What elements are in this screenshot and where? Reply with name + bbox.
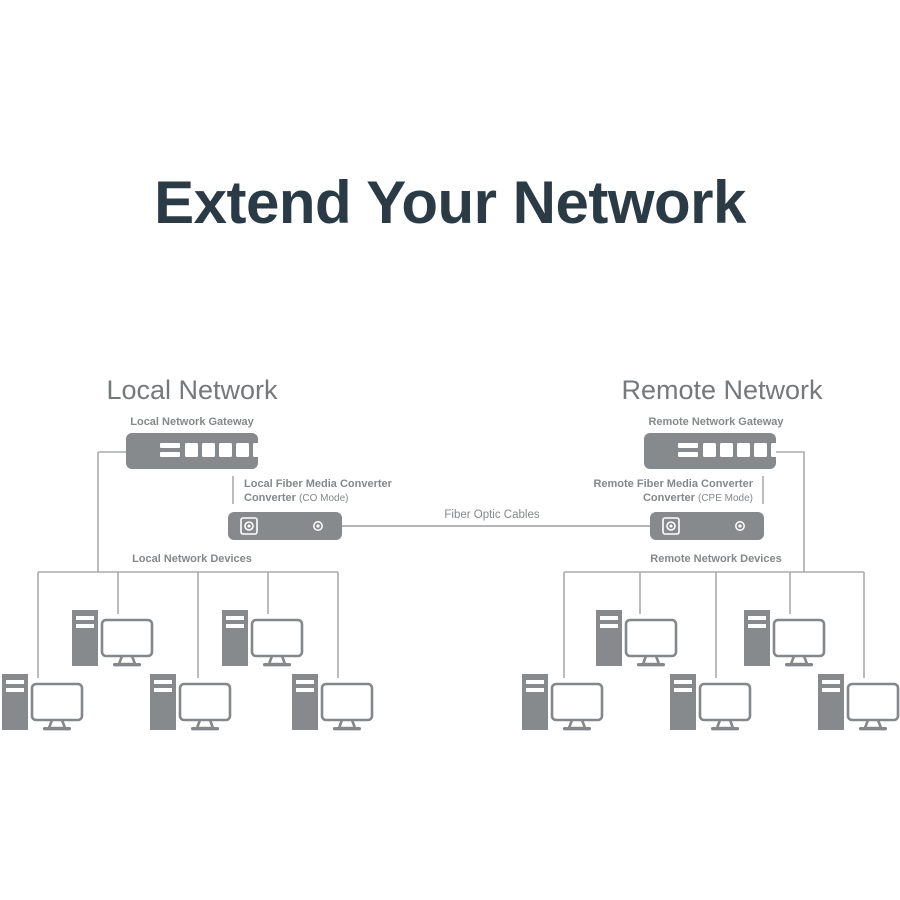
remote-converter-label-line2: Converter (CPE Mode) — [643, 492, 753, 504]
local-network-gateway — [126, 433, 266, 469]
local-devices-label: Local Network Devices — [132, 553, 252, 565]
local-fiber-media-converter — [228, 512, 342, 540]
remote-converter-word-converter: Converter — [643, 492, 698, 504]
workstation-icon — [670, 674, 752, 731]
local-gateway-label: Local Network Gateway — [130, 416, 254, 428]
local-network-heading: Local Network — [106, 375, 278, 405]
workstation-icon — [2, 674, 84, 731]
remote-fiber-media-converter — [650, 512, 764, 540]
workstation-icon — [292, 674, 374, 731]
local-distribution-tree — [37, 571, 339, 678]
remote-devices-label: Remote Network Devices — [650, 553, 781, 565]
remote-gateway-label: Remote Network Gateway — [648, 416, 784, 428]
workstation-icon — [150, 674, 232, 731]
page-title: Extend Your Network — [154, 169, 747, 236]
remote-gateway-downlink — [776, 451, 805, 572]
workstation-icon — [596, 610, 678, 667]
remote-network-heading: Remote Network — [621, 375, 823, 405]
remote-converter-status-led-icon — [735, 521, 745, 531]
workstation-icon — [222, 610, 304, 667]
local-converter-label-line1: Local Fiber Media Converter — [244, 478, 393, 490]
remote-converter-mode: (CPE Mode) — [698, 493, 753, 504]
workstation-icon — [522, 674, 604, 731]
local-converter-sfp-port-icon — [240, 517, 258, 535]
remote-converter-sfp-port-icon — [662, 517, 680, 535]
local-converter-label-line2: Converter (CO Mode) — [244, 492, 348, 504]
local-converter-word-converter: Converter — [244, 492, 299, 504]
remote-network-gateway — [644, 433, 784, 469]
local-converter-mode: (CO Mode) — [299, 493, 348, 504]
remote-converter-label-line1: Remote Fiber Media Converter — [593, 478, 753, 490]
fiber-optic-link-label: Fiber Optic Cables — [444, 509, 539, 521]
local-converter-status-led-icon — [313, 521, 323, 531]
workstation-icon — [744, 610, 826, 667]
workstation-icon — [72, 610, 154, 667]
workstation-icon — [818, 674, 900, 731]
remote-distribution-tree — [563, 571, 865, 678]
